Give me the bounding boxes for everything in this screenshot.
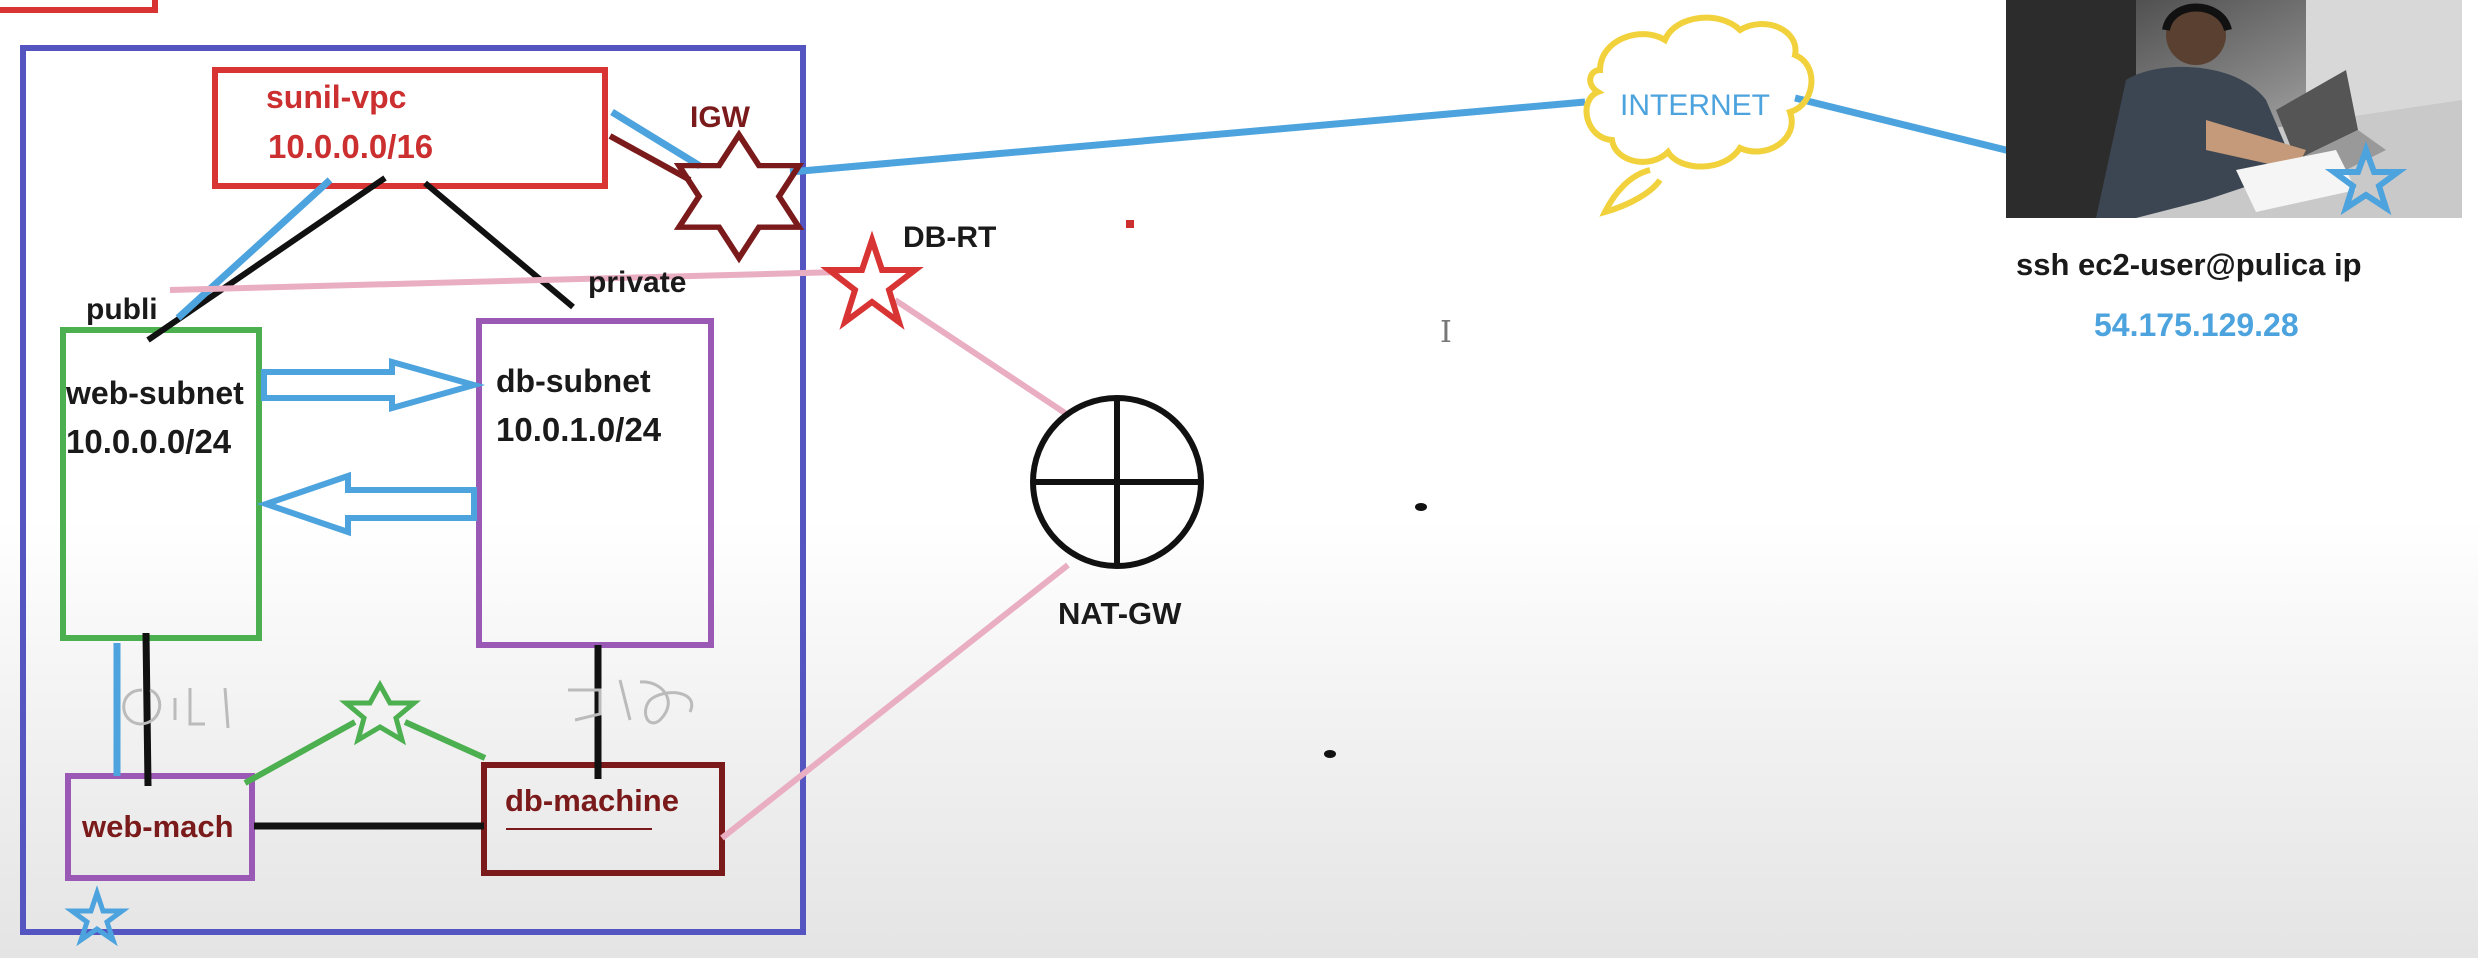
user-photo: [2006, 0, 2462, 218]
web-machine-box: [65, 773, 255, 881]
web-to-db-arrow-icon: [261, 358, 486, 412]
web-subnet-cidr: 10.0.0.0/24: [66, 423, 232, 460]
public-ip-label: 54.175.129.28: [2094, 307, 2299, 343]
vpc-box: [212, 67, 608, 189]
igw-star-icon: [673, 129, 805, 264]
db-subnet-cidr: 10.0.1.0/24: [496, 411, 662, 448]
route-nat-link: [893, 297, 1070, 418]
db-sg-link: [403, 719, 487, 761]
igw-label: IGW: [690, 101, 750, 134]
ssh-command-label: ssh ec2-user@pulica ip: [2016, 247, 2362, 282]
public-label: publi: [86, 293, 158, 326]
text-cursor-icon: I: [1440, 315, 1452, 350]
db-to-web-arrow-icon: [256, 471, 477, 537]
private-label: private: [588, 266, 687, 299]
vpc-public-blue-link: [175, 177, 333, 321]
db-subnet-name: db-subnet: [496, 363, 651, 399]
cloud-tail: [1599, 167, 1663, 217]
user-star-icon: [2324, 141, 2408, 216]
red-dot: [1126, 220, 1134, 228]
web-subnet-machine-link: [142, 632, 152, 787]
public-route-link: [169, 269, 841, 293]
user-photo-illustration: [2006, 0, 2462, 218]
security-group-star-icon: [339, 679, 421, 746]
vpc-cidr-label: 10.0.0.0/16: [268, 128, 434, 165]
partial-red-box: [0, 0, 158, 13]
web-handwritten-note: [122, 687, 230, 729]
route-table-star-icon: [820, 230, 924, 330]
route-table-label: DB-RT: [903, 221, 997, 254]
db-machine-box: [481, 762, 725, 876]
web-sg-link: [243, 719, 357, 786]
bottom-left-star-icon: [64, 885, 130, 947]
vpc-private-link: [423, 180, 575, 310]
vpc-igw-link: [608, 133, 692, 183]
vpc-name-label: sunil-vpc: [266, 79, 407, 115]
nat-db-machine-link: [720, 562, 1070, 841]
web-subnet-name: web-subnet: [66, 375, 244, 411]
nat-gateway-label: NAT-GW: [1058, 596, 1182, 631]
internet-label: INTERNET: [1620, 89, 1770, 122]
web-machine-label: web-mach: [82, 809, 234, 844]
db-handwritten-note: [568, 679, 694, 725]
vpc-igw-blue-link: [610, 109, 702, 169]
black-dot: [1324, 750, 1336, 758]
igw-internet-link: [789, 98, 1586, 176]
photo-star-overlay: [2324, 141, 2408, 216]
vpc-boundary: [20, 45, 806, 935]
db-machine-label: db-machine: [505, 783, 679, 818]
internet-user-link: [1794, 94, 2023, 158]
internet-cloud-icon: [1583, 14, 1815, 170]
black-dot: [1415, 503, 1427, 511]
